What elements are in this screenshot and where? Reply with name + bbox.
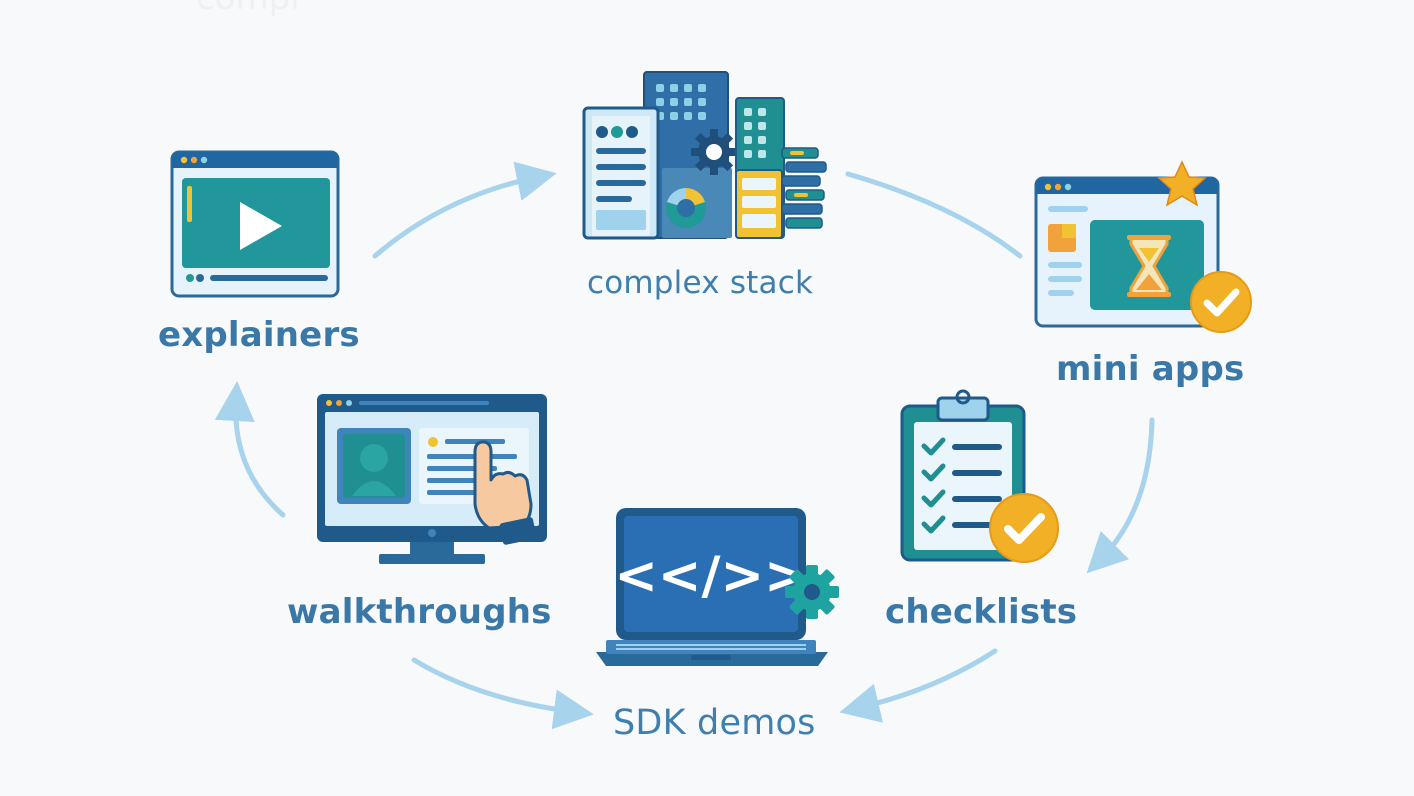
arrow-complex-stack-to-mini-apps: [845, 171, 1023, 259]
gear-icon: [785, 565, 839, 619]
node-complex-stack: [582, 70, 832, 242]
label-mini-apps: mini apps: [1056, 349, 1245, 389]
faded-header-text: compl: [196, 0, 300, 18]
arrow-walkthroughs-to-explainers: [214, 381, 286, 518]
label-explainers: explainers: [158, 315, 360, 355]
node-mini-apps: [1034, 158, 1256, 338]
node-sdk-demos: <</>>: [594, 506, 844, 670]
arrow-mini-apps-to-checklists: [1086, 417, 1155, 574]
arrow-walkthroughs-to-sdk-demos: [411, 657, 594, 730]
laptop-code-icon: <</>>: [596, 508, 839, 666]
video-player-icon: [170, 150, 340, 298]
server-stack-icon: [582, 71, 827, 240]
arrow-explainers-to-complex-stack: [372, 161, 557, 259]
arrow-checklists-to-sdk-demos: [839, 648, 998, 723]
app-window-icon: [1034, 160, 1252, 333]
star-icon: [1157, 160, 1207, 207]
label-walkthroughs: walkthroughs: [287, 592, 552, 632]
monitor-tap-icon: [317, 394, 547, 564]
node-explainers: [170, 150, 342, 300]
node-walkthroughs: [315, 392, 551, 568]
node-checklists: [900, 388, 1064, 566]
label-checklists: checklists: [885, 592, 1078, 632]
clipboard-checklist-icon: [900, 389, 1059, 563]
label-sdk-demos: SDK demos: [613, 703, 816, 743]
code-brackets-text: <</>>: [614, 546, 807, 606]
pointing-hand-icon: [473, 440, 537, 545]
label-complex-stack: complex stack: [587, 265, 814, 301]
